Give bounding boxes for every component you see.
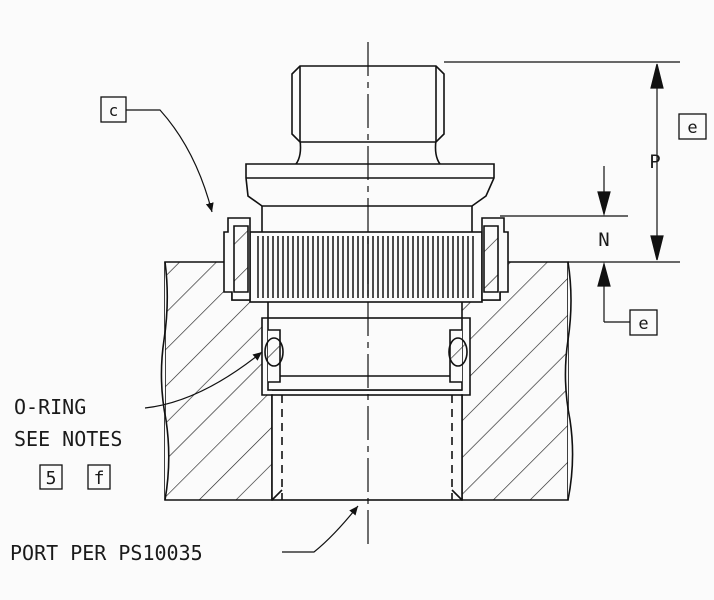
note-5-text: 5 [46, 468, 57, 489]
callout-e-top-text: e [687, 118, 697, 138]
callout-box-c [100, 96, 127, 123]
knurl-lines [257, 236, 474, 298]
callout-e-bottom-text: e [638, 314, 648, 334]
note-box-f [87, 464, 111, 490]
port-label: PORT PER PS10035 [10, 541, 203, 565]
note-box-5 [39, 464, 63, 490]
hex-flange [245, 163, 495, 207]
callout-box-e-top [678, 113, 707, 140]
note-f-text: f [94, 468, 105, 489]
dimension-p-label: P [649, 151, 660, 173]
callout-box-e-bottom [629, 309, 658, 336]
oring-left [264, 337, 284, 367]
callout-c-text: c [109, 101, 119, 120]
knurled-ring [249, 231, 483, 303]
oring-right [448, 337, 468, 367]
oring-label-line2: SEE NOTES [14, 427, 122, 451]
oring-label-line1: O-RING [14, 395, 86, 419]
dimension-n-label: N [598, 229, 609, 251]
